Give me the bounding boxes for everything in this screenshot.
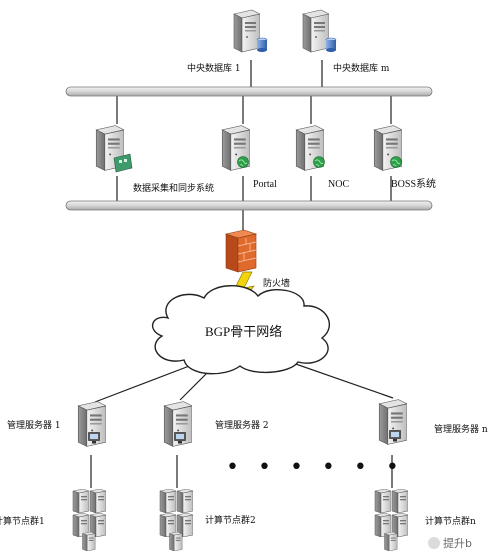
compute-cluster-1-label: 计算节点群1 [0,515,45,527]
compute-nodes-icon [374,489,408,551]
connection-lines [90,60,394,488]
compute-cluster-2: 计算节点群2 [159,489,256,551]
compute-cluster-n-label: 计算节点群n [425,515,476,527]
compute-cluster-1: 计算节点群1 [0,489,106,551]
compute-cluster-n: 计算节点群n [374,489,476,551]
management-server-2: 管理服务器 2 [163,401,269,447]
noc-server: NOC [295,125,349,190]
watermark: 提升b [428,537,472,550]
watermark-icon [428,537,440,549]
backbone-label: BGP骨干网络 [205,324,282,339]
watermark-text: 提升b [443,537,472,550]
firewall-label: 防火墙 [263,277,290,289]
central-database-m: 中央数据库 m [302,9,390,74]
boss-server-label: BOSS系统 [391,177,436,190]
globe-icon [313,156,325,168]
globe-icon [237,156,249,168]
management-server-2-label: 管理服务器 2 [215,419,269,431]
database-1-label: 中央数据库 1 [187,62,241,74]
globe-icon [390,156,402,168]
data-sync-server: 数据采集和同步系统 [95,125,214,194]
database-icon [256,37,268,52]
compute-cluster-2-label: 计算节点群2 [205,514,256,526]
management-server-1: 管理服务器 1 [7,401,106,447]
database-icon [325,37,337,52]
network-card-icon [113,153,133,173]
management-server-1-label: 管理服务器 1 [7,419,61,431]
ellipsis-dots: • • • • • • [226,455,405,480]
portal-server: Portal [221,125,277,190]
backbone-cloud: BGP骨干网络 [151,285,331,375]
portal-server-label: Portal [253,179,277,190]
boss-server: BOSS系统 [373,125,436,190]
central-database-1: 中央数据库 1 [187,9,268,74]
management-server-n-label: 管理服务器 n [434,423,488,435]
compute-nodes-icon [159,489,193,551]
noc-server-label: NOC [328,179,349,190]
data-sync-server-label: 数据采集和同步系统 [133,182,214,194]
firewall-icon [224,229,258,273]
core-network-bus [65,200,433,211]
compute-nodes-icon [72,489,106,551]
database-m-label: 中央数据库 m [333,62,390,74]
top-network-bus [65,86,433,97]
management-server-n: 管理服务器 n [378,399,488,445]
